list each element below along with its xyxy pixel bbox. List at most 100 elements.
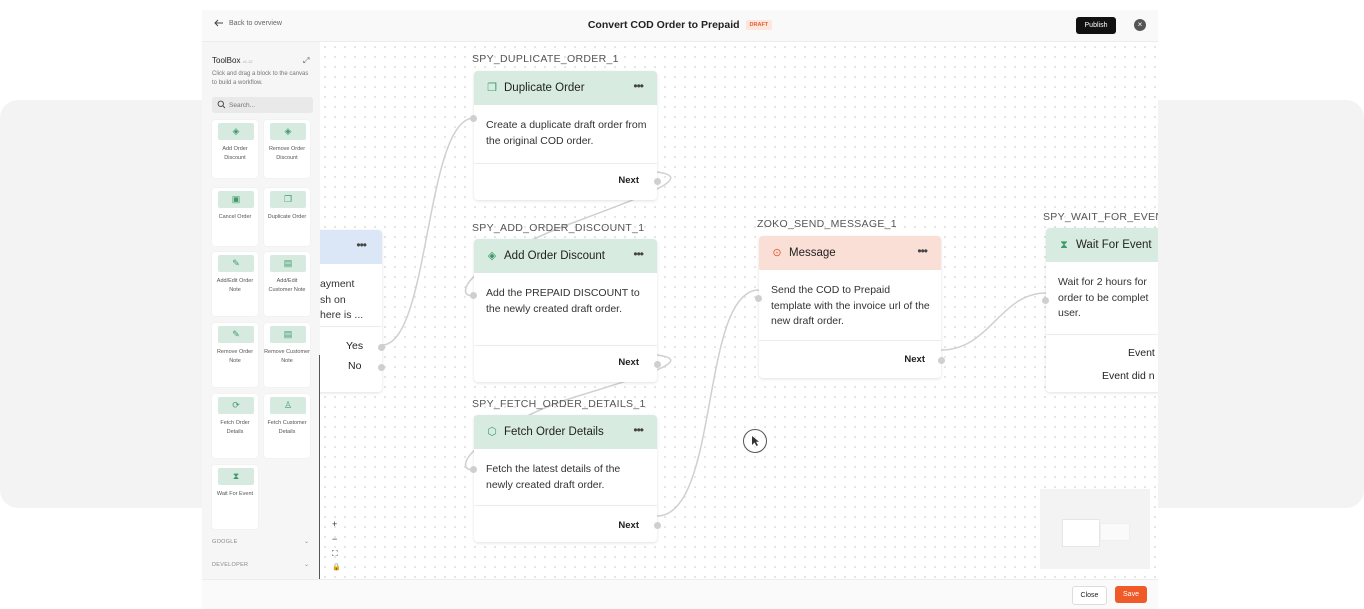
node-fetch-order-details[interactable]: ⬡ Fetch Order Details ••• Fetch the late… [474,415,657,542]
chevron-down-icon[interactable]: ⌄ [304,539,310,545]
input-port[interactable] [470,466,477,473]
block-add-edit-order-note[interactable]: ✎ Add/Edit Order Note [212,252,258,316]
arrow-left-icon [214,19,223,27]
note-icon: ✎ [218,255,254,272]
zoom-out-button[interactable]: − [332,534,338,544]
node-header [1046,228,1158,262]
node-header [474,415,657,449]
cancel-order-icon: ▣ [218,191,254,208]
node-header [474,71,657,105]
output-port[interactable] [654,522,661,529]
pointer-icon [752,436,759,446]
block-cancel-order[interactable]: ▣ Cancel Order [212,188,258,246]
workflow-canvas[interactable]: ••• ayment sh on here is ... Yes No SPY_… [320,42,1158,579]
output-port[interactable] [938,357,945,364]
node-message[interactable]: ⊙ Message ••• Send the COD to Prepaid te… [759,236,941,378]
user-icon: ♙ [270,397,306,414]
workflow-editor: Back to overview Convert COD Order to Pr… [202,10,1158,609]
more-options-icon[interactable]: ••• [356,238,367,252]
block-label: Cancel Order [218,214,252,220]
more-options-icon[interactable]: ••• [633,247,644,261]
block-duplicate-order[interactable]: ❐ Duplicate Order [264,188,310,246]
block-fetch-order-details[interactable]: ⟳ Fetch Order Details [212,394,258,458]
block-remove-customer-note[interactable]: ▤ Remove Customer Note [264,323,310,387]
more-options-icon[interactable]: ••• [917,244,928,258]
node-add-order-discount[interactable]: ◈ Add Order Discount ••• Add the PREPAID… [474,239,657,382]
block-label: Fetch Customer Details [267,420,307,435]
output-port[interactable] [654,178,661,185]
node-duplicate-order[interactable]: ❐ Duplicate Order ••• Create a duplicate… [474,71,657,200]
lock-button[interactable]: 🔒 [332,564,341,571]
fetch-icon: ⟳ [218,397,254,414]
back-to-overview-link[interactable]: Back to overview [214,18,282,28]
zoom-in-button[interactable]: + [332,519,338,529]
block-remove-order-discount[interactable]: ◈ Remove Order Discount [264,120,310,178]
input-port[interactable] [470,115,477,122]
block-wait-for-event[interactable]: ⧗ Wait For Event [212,465,258,529]
minimap[interactable] [1040,489,1150,569]
block-add-order-discount[interactable]: ◈ Add Order Discount [212,120,258,178]
block-label: Add/Edit Order Note [216,278,254,293]
block-label: Fetch Order Details [220,420,250,435]
next-output: Next [904,354,925,365]
no-port[interactable] [378,364,385,371]
yes-output: Yes [346,340,364,352]
input-port[interactable] [470,292,477,299]
node-description: Add the PREPAID DISCOUNT to the newly cr… [486,287,640,315]
section-developer[interactable]: DEVELOPER [212,562,249,568]
node-divider [474,505,657,506]
minimap-nodes [1100,523,1130,541]
connection-lines [381,117,1047,517]
condition-node[interactable]: ••• ayment sh on here is ... Yes No [320,230,385,392]
search-icon [217,100,226,109]
customer-note-icon: ▤ [270,326,306,343]
fit-view-button[interactable]: ⛶ [332,549,338,558]
workflow-title: Convert COD Order to Prepaid [587,19,740,31]
publish-button[interactable]: Publish [1076,17,1116,34]
block-label: Add Order Discount [222,146,248,161]
node-divider [474,345,657,346]
close-icon[interactable]: × [1134,19,1146,31]
block-fetch-customer-details[interactable]: ♙ Fetch Customer Details [264,394,310,458]
chevron-down-icon[interactable]: ⌄ [304,562,310,568]
duplicate-icon: ❐ [270,191,306,208]
node-id-label: SPY_DUPLICATE_ORDER_1 [472,53,619,65]
node-title: Message [789,247,836,259]
close-button[interactable]: Close [1072,586,1107,605]
section-google[interactable]: GOOGLE [212,539,238,545]
save-button[interactable]: Save [1115,586,1147,603]
node-id-label: SPY_WAIT_FOR_EVENT [1043,211,1158,223]
node-id-label: SPY_ADD_ORDER_DISCOUNT_1 [472,222,645,234]
minimap-viewport [1062,519,1100,547]
block-remove-order-note[interactable]: ✎ Remove Order Note [212,323,258,387]
input-port[interactable] [755,295,762,302]
block-add-edit-customer-note[interactable]: ▤ Add/Edit Customer Note [264,252,310,316]
more-options-icon[interactable]: ••• [633,79,644,93]
search-input[interactable] [229,99,309,111]
output-port[interactable] [654,361,661,368]
yes-port[interactable] [378,344,385,351]
node-header [320,230,382,264]
node-divider [1046,334,1158,335]
discount-icon: ◈ [487,250,497,262]
fetch-icon: ⬡ [487,426,497,438]
duplicate-icon: ❐ [487,82,497,94]
customer-note-icon: ▤ [270,255,306,272]
node-header [759,236,941,270]
node-title: Fetch Order Details [504,426,604,438]
no-output: No [348,360,362,372]
block-label: Remove Order Note [216,349,254,364]
expand-icon[interactable]: ⤢ [303,56,310,65]
block-label: Remove Order Discount [268,146,306,161]
header-bar: Back to overview Convert COD Order to Pr… [202,10,1158,42]
toolbox-version: v1.12 [242,59,253,64]
node-title: Duplicate Order [504,82,585,94]
more-options-icon[interactable]: ••• [633,423,644,437]
node-description: Create a duplicate draft order from the … [486,119,647,147]
input-port[interactable] [1042,297,1049,304]
block-label: Wait For Event [216,491,254,497]
node-wait-for-event[interactable]: ⧗ Wait For Event Wait for 2 hours for or… [1046,228,1158,392]
node-id-label: SPY_FETCH_ORDER_DETAILS_1 [472,398,646,410]
block-label: Add/Edit Customer Note [268,278,306,293]
toolbox-search[interactable] [212,97,313,113]
